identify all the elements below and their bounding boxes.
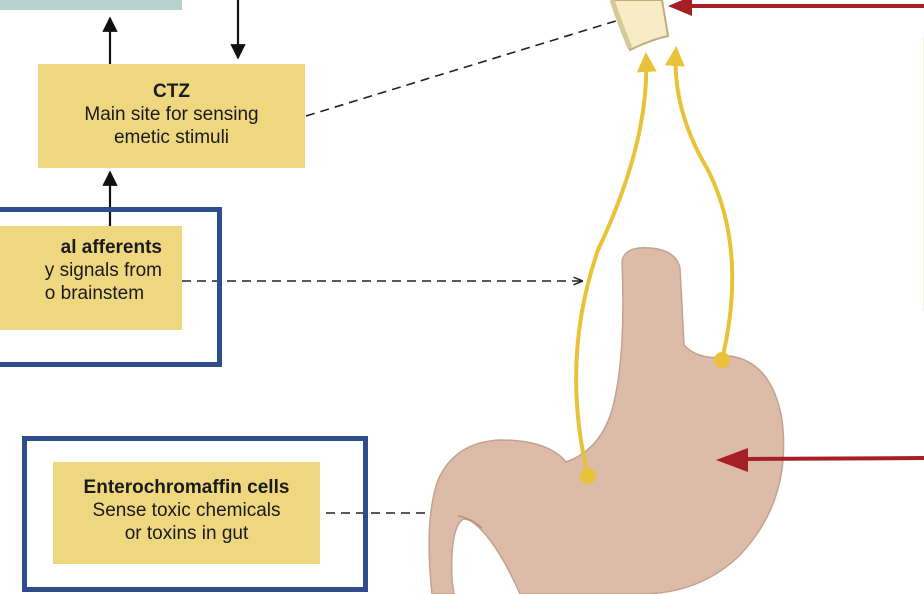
red-arrowhead-bottom bbox=[716, 448, 748, 472]
nerve-ending-left bbox=[580, 468, 596, 484]
brainstem-edge bbox=[609, 0, 633, 49]
nerve-ending-right bbox=[714, 352, 730, 368]
ctz-title: CTZ bbox=[153, 81, 190, 102]
enterochromaffin-box: Enterochromaffin cells Sense toxic chemi… bbox=[53, 462, 320, 564]
ctz-line1: Main site for sensing bbox=[84, 104, 259, 125]
vagal-line2: o brainstem bbox=[44, 283, 145, 304]
nerve-fiber-left bbox=[574, 52, 657, 477]
enterochromaffin-line2: or toxins in gut bbox=[124, 523, 249, 544]
ctz-box: CTZ Main site for sensing emetic stimuli bbox=[38, 64, 305, 168]
red-arrowhead-top bbox=[668, 0, 692, 16]
vagal-frame bbox=[0, 207, 222, 367]
dashed-arrow-ctz-to-brainstem bbox=[305, 16, 632, 117]
enterochromaffin-title: Enterochromaffin cells bbox=[83, 477, 290, 498]
vagal-line1: y signals from bbox=[44, 260, 162, 281]
top-teal-bar bbox=[0, 0, 182, 10]
vagal-afferents-box: al afferents y signals from o brainstem bbox=[0, 226, 182, 330]
stomach-fold bbox=[457, 515, 483, 529]
nerve-fiber-right bbox=[664, 46, 735, 361]
red-arrow-bottom bbox=[745, 456, 924, 461]
enterochromaffin-frame bbox=[22, 436, 368, 592]
enterochromaffin-line1: Sense toxic chemicals bbox=[92, 500, 281, 521]
vagal-title: al afferents bbox=[60, 237, 162, 258]
ctz-line2: emetic stimuli bbox=[113, 127, 230, 148]
